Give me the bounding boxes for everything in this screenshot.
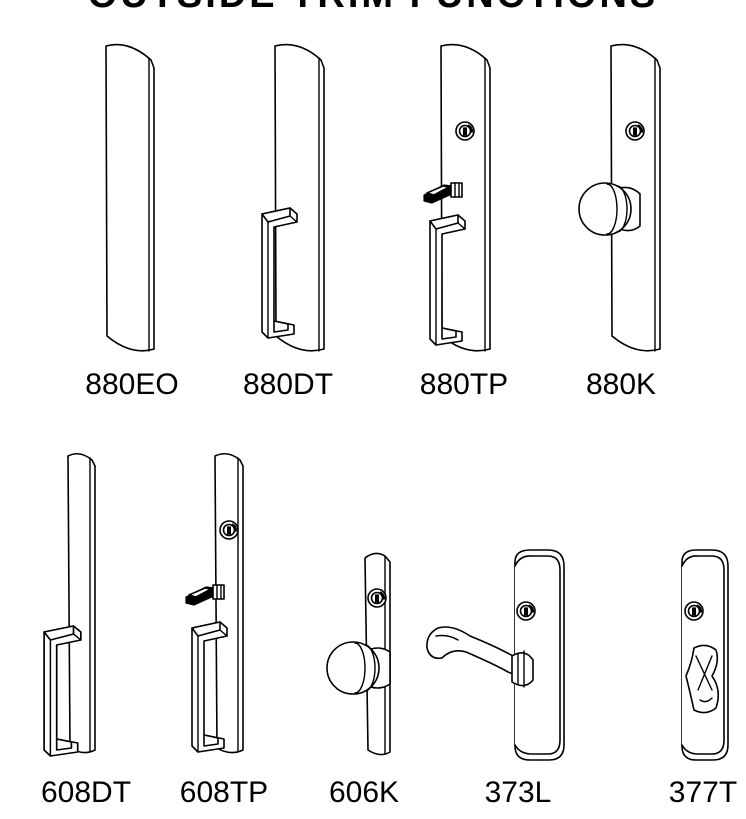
trim-880K-drawing (578, 43, 661, 352)
trim-608DT-drawing (43, 452, 96, 757)
label-606K: 606K (328, 776, 400, 809)
label-880TP: 880TP (419, 368, 509, 401)
label-377T: 377T (668, 776, 738, 809)
page-title: OUTSIDE TRIM FUNCTIONS (0, 0, 746, 14)
trim-608TP-drawing (185, 452, 244, 754)
trim-373L-drawing (426, 549, 565, 761)
trim-880TP-drawing (423, 43, 491, 352)
label-880K: 880K (585, 368, 657, 401)
trim-606K-drawing (326, 552, 391, 756)
trim-377T-drawing (681, 549, 729, 761)
label-880DT: 880DT (242, 368, 334, 401)
label-373L: 373L (484, 776, 552, 809)
trim-880DT-drawing (261, 43, 325, 352)
label-880EO: 880EO (85, 368, 179, 401)
label-608DT: 608DT (40, 776, 132, 809)
label-608TP: 608TP (179, 776, 269, 809)
trim-880EO-drawing (105, 43, 155, 352)
